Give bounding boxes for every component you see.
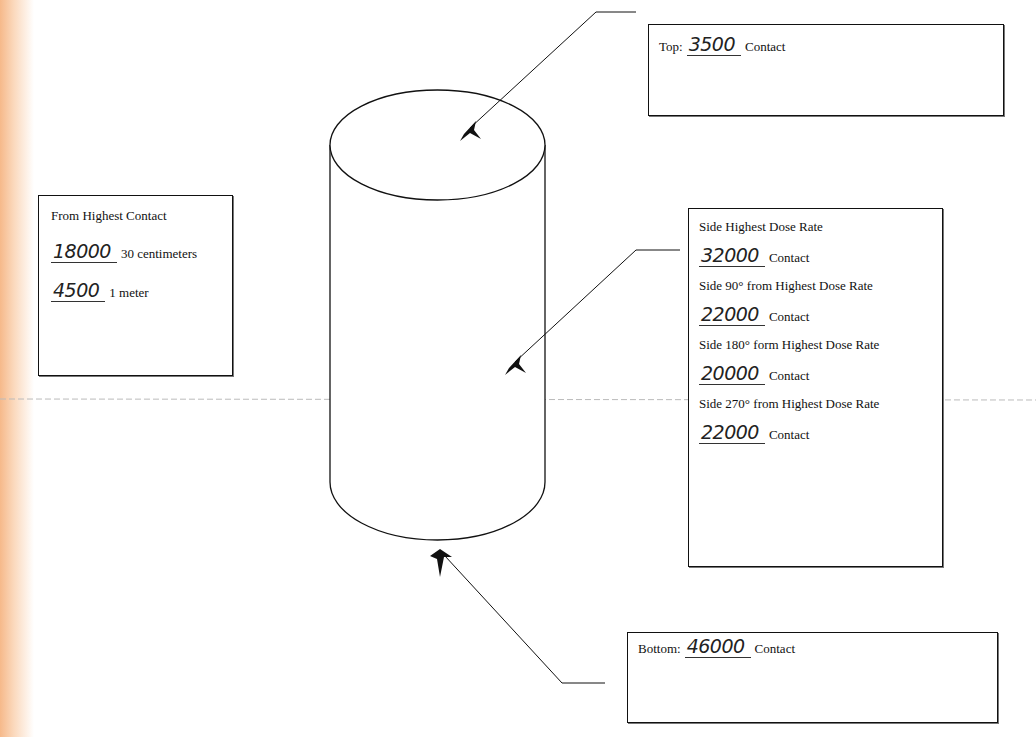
measured-value: 22000 <box>699 421 765 444</box>
field-label: 30 centimeters <box>121 246 197 261</box>
field-label: Contact <box>769 368 809 383</box>
leader-line <box>515 250 680 362</box>
field-label: Contact <box>769 250 809 265</box>
text-row: Side 180° form Highest Dose Rate <box>699 335 932 353</box>
text-row: 20000 Contact <box>699 362 932 385</box>
text-row: 22000 Contact <box>699 303 932 326</box>
measured-value: 20000 <box>699 362 765 385</box>
field-label: Contact <box>755 641 795 656</box>
text-row: 4500 1 meter <box>51 279 220 302</box>
text-row: 18000 30 centimeters <box>51 240 220 263</box>
field-label: Contact <box>769 427 809 442</box>
field-label: Side 270° from Highest Dose Rate <box>699 396 879 411</box>
measured-value: 46000 <box>685 635 751 658</box>
arrow-marker <box>460 121 481 141</box>
field-label: Side Highest Dose Rate <box>699 219 823 234</box>
text-row: 22000 Contact <box>699 421 932 444</box>
field-label: 1 meter <box>109 285 148 300</box>
arrow-marker <box>430 549 452 577</box>
callout-box: Top: 3500 Contact <box>648 24 1004 116</box>
text-row: Side Highest Dose Rate <box>699 217 932 235</box>
field-label: From Highest Contact <box>51 208 167 223</box>
field-label: Contact <box>769 309 809 324</box>
measured-value: 3500 <box>687 33 741 56</box>
cylinder-top <box>330 90 545 200</box>
field-label: Bottom: <box>638 641 681 656</box>
callout-box: Side Highest Dose Rate32000ContactSide 9… <box>688 208 943 567</box>
callout-box: Bottom: 46000 Contact <box>627 632 998 723</box>
field-label: Contact <box>745 39 785 54</box>
text-row: 32000 Contact <box>699 244 932 267</box>
cylinder-side <box>544 145 545 482</box>
field-label: Top: <box>659 39 683 54</box>
measured-value: 4500 <box>51 279 105 302</box>
cylinder-side <box>329 145 330 482</box>
leader-line <box>470 12 636 128</box>
leader-line <box>445 556 605 683</box>
measured-value: 18000 <box>51 240 117 263</box>
cylinder-bottom <box>330 482 545 540</box>
field-label: Side 90° from Highest Dose Rate <box>699 278 873 293</box>
arrow-marker <box>505 355 526 375</box>
measured-value: 32000 <box>699 244 765 267</box>
callout-box: From Highest Contact 18000 30 centimeters 4… <box>38 195 233 376</box>
text-row: Side 270° from Highest Dose Rate <box>699 394 932 412</box>
measured-value: 22000 <box>699 303 765 326</box>
text-row: From Highest Contact <box>51 206 220 224</box>
text-row: Side 90° from Highest Dose Rate <box>699 276 932 294</box>
text-row: Top: 3500 Contact <box>659 33 993 56</box>
field-label: Side 180° form Highest Dose Rate <box>699 337 879 352</box>
text-row: Bottom: 46000 Contact <box>638 635 987 658</box>
